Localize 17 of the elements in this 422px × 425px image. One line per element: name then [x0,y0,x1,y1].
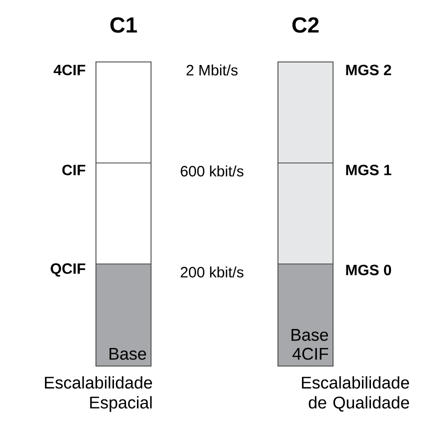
level-label: QCIF [50,263,86,277]
bitrate-label: 2 Mbit/s [186,64,238,76]
column-heading: C2 [292,17,319,33]
layer-label: Base 4CIF [292,329,328,360]
level-label: MGS 1 [346,164,392,176]
column-heading: C1 [110,17,137,33]
layer-segment [96,162,152,264]
column-caption: Escalabilidade Espacial [44,376,152,412]
layer-segment [96,62,152,164]
layer-segment [278,162,334,264]
column-caption: Escalabilidade de Qualidade [302,376,410,412]
level-label: CIF [62,164,86,176]
level-label: MGS 0 [346,264,392,276]
bitrate-label: 200 kbit/s [180,266,244,278]
layer-segment [278,62,334,164]
bitrate-label: 600 kbit/s [180,166,244,176]
layer-label: Base [110,348,146,360]
